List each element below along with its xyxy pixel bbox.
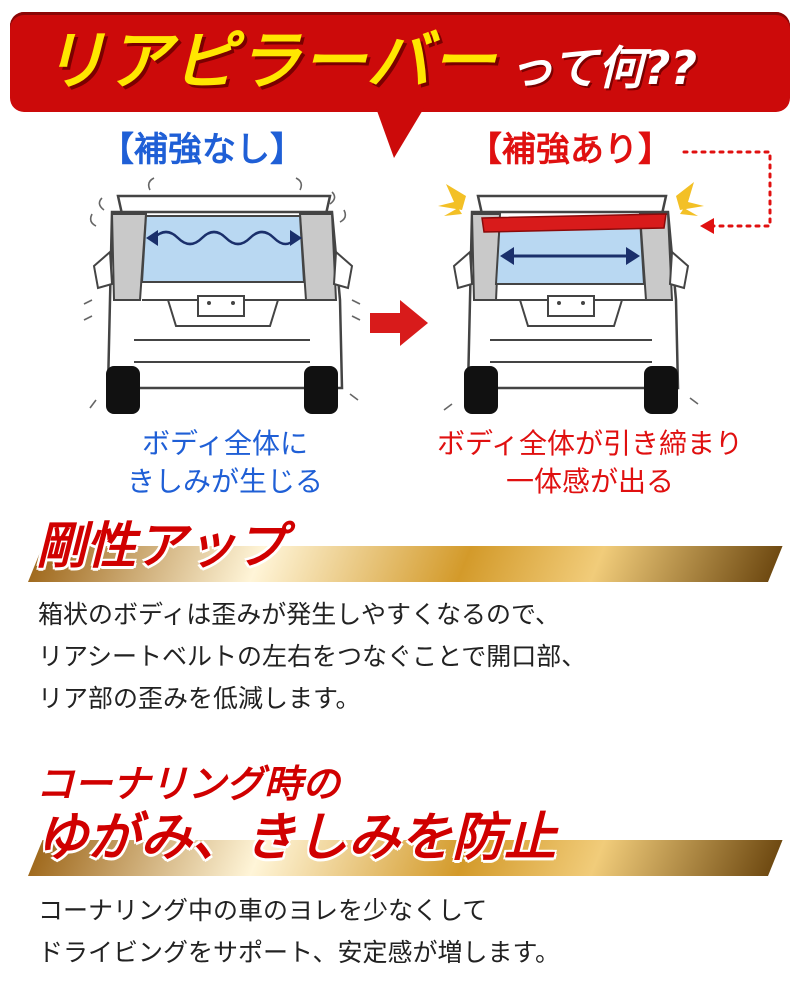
body-line: 箱状のボディは歪みが発生しやすくなるので、: [38, 600, 561, 629]
caption-line: ボディ全体が引き締まり: [436, 427, 744, 460]
header-banner-tail: [376, 108, 424, 158]
page-title-suffix: って何??: [508, 41, 698, 95]
section-title-rigidity: 剛性アップ: [36, 517, 286, 575]
caption-with-reinforcement: ボディ全体が引き締まり 一体感が出る: [390, 425, 790, 501]
rear-pillar-bar-icon: [481, 213, 667, 233]
body-line: コーナリング中の車のヨレを少なくして: [38, 896, 488, 925]
caption-line: ボディ全体に: [141, 427, 309, 460]
section-body-cornering: コーナリング中の車のヨレを少なくして ドライビングをサポート、安定感が増します。: [38, 890, 560, 974]
body-line: リアシートベルトの左右をつなぐことで開口部、: [38, 642, 587, 671]
body-line: リア部の歪みを低減します。: [38, 684, 361, 713]
caption-line: きしみが生じる: [126, 465, 323, 498]
section-body-rigidity: 箱状のボディは歪みが発生しやすくなるので、 リアシートベルトの左右をつなぐことで…: [38, 594, 586, 720]
label-without-reinforcement: 【補強なし】: [100, 130, 304, 170]
caption-line: 一体感が出る: [505, 465, 674, 498]
car-comparison-illustration: [83, 150, 772, 414]
page-title: リアピラーバー: [42, 25, 497, 99]
car-with-bar: [438, 150, 772, 414]
section-title-cornering-line1: コーナリング時の: [36, 762, 341, 806]
label-with-reinforcement: 【補強あり】: [468, 130, 672, 170]
section-title-cornering-line2: ゆがみ、きしみを防止: [36, 808, 557, 868]
caption-without-reinforcement: ボディ全体に きしみが生じる: [60, 425, 390, 501]
header-banner: [10, 12, 790, 112]
body-line: ドライビングをサポート、安定感が増します。: [38, 938, 561, 967]
transition-arrow-icon: [370, 300, 428, 346]
car-without-bar: [83, 177, 361, 414]
